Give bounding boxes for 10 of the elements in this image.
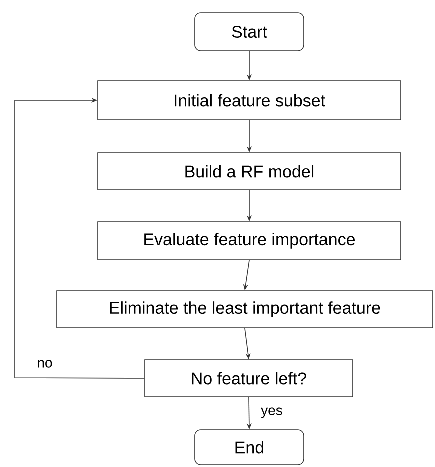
- decision-box: No feature left?: [144, 360, 354, 398]
- process-box: Build a RF model: [98, 152, 402, 190]
- terminal-box: Start: [194, 12, 304, 52]
- terminal-box: End: [194, 430, 304, 466]
- edge-label: no: [36, 359, 54, 369]
- process-box: Evaluate feature importance: [98, 222, 402, 260]
- arrow: [14, 98, 145, 379]
- process-box: Initial feature subset: [98, 80, 402, 120]
- edge-label: yes: [260, 406, 284, 420]
- process-box: Eliminate the least important feature: [56, 290, 434, 328]
